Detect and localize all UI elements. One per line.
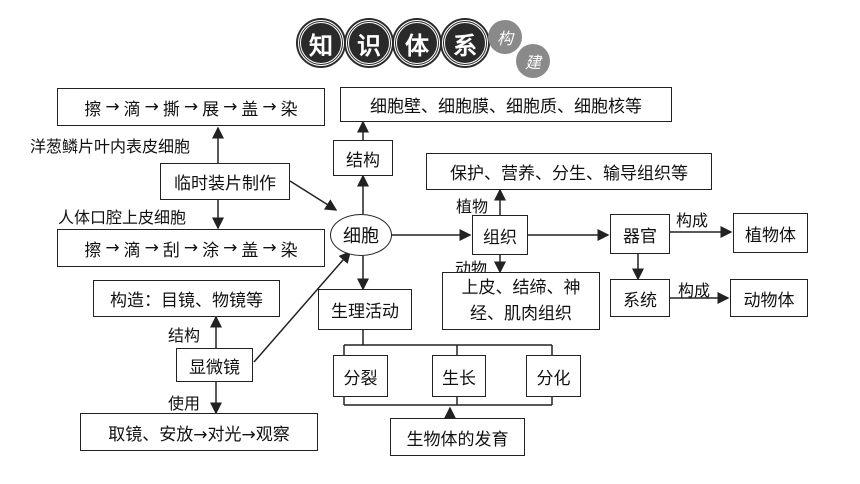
title-char: 知 bbox=[298, 20, 344, 66]
step: 滴 bbox=[123, 99, 141, 120]
step: 擦 bbox=[84, 240, 102, 261]
step: 擦 bbox=[84, 99, 102, 120]
onion-label: 洋葱鳞片叶内表皮细胞 bbox=[30, 137, 191, 156]
plant-label: 植物 bbox=[456, 197, 489, 216]
structure-label: 结构 bbox=[168, 326, 201, 345]
system-box: 系统 bbox=[610, 279, 670, 317]
tissue-box: 组织 bbox=[472, 215, 528, 255]
step: 刮 bbox=[162, 240, 180, 261]
animal-body-box: 动物体 bbox=[730, 279, 808, 317]
organ-box: 器官 bbox=[610, 214, 670, 254]
step: 盖 bbox=[241, 99, 259, 120]
plant-body-box: 植物体 bbox=[733, 213, 808, 253]
animal-tissues-box: 上皮、结缔、神经、肌肉组织 bbox=[442, 272, 600, 330]
step: 染 bbox=[280, 240, 298, 261]
step: 盖 bbox=[241, 240, 259, 261]
page-title: 知 识 体 系 bbox=[298, 20, 488, 66]
title-char: 体 bbox=[394, 20, 440, 66]
onion-procedure-box: 擦 → 滴 → 撕 → 展 → 盖 → 染 bbox=[57, 88, 325, 126]
development-box: 生物体的发育 bbox=[390, 418, 525, 456]
title-char: 系 bbox=[442, 20, 488, 66]
cheek-procedure-box: 擦 → 滴 → 刮 → 涂 → 盖 → 染 bbox=[57, 229, 325, 267]
differentiation-box: 分化 bbox=[526, 355, 581, 397]
arrow-icon: → bbox=[105, 97, 120, 117]
temp-slide-box: 临时装片制作 bbox=[160, 163, 290, 200]
microscope-structure-box: 构造：目镜、物镜等 bbox=[93, 280, 280, 317]
arrow-icon: → bbox=[144, 238, 159, 258]
step: 染 bbox=[280, 99, 298, 120]
arrow-icon: → bbox=[223, 97, 238, 117]
structure-box: 结构 bbox=[333, 140, 393, 176]
title-badge: 建 bbox=[516, 44, 550, 78]
usage-steps-box: 取镜、安放→对光→观察 bbox=[80, 413, 318, 451]
arrow-icon: → bbox=[105, 238, 120, 258]
life-activity-box: 生理活动 bbox=[318, 289, 412, 330]
use-label: 使用 bbox=[168, 394, 201, 413]
plant-tissues-box: 保护、营养、分生、输导组织等 bbox=[426, 153, 712, 190]
cell-node: 细胞 bbox=[330, 214, 392, 256]
step: 撕 bbox=[162, 99, 180, 120]
title-badge: 构 bbox=[488, 20, 522, 54]
arrow-icon: → bbox=[144, 97, 159, 117]
step: 展 bbox=[202, 99, 220, 120]
division-box: 分裂 bbox=[333, 355, 388, 397]
arrow-icon: → bbox=[262, 238, 277, 258]
cell-components-box: 细胞壁、细胞膜、细胞质、细胞核等 bbox=[340, 87, 672, 122]
compose-label: 构成 bbox=[676, 211, 709, 230]
arrow-icon: → bbox=[223, 238, 238, 258]
arrow-icon: → bbox=[183, 238, 199, 258]
microscope-box: 显微镜 bbox=[176, 348, 253, 382]
step: 滴 bbox=[123, 240, 141, 261]
title-char: 识 bbox=[346, 20, 392, 66]
step: 涂 bbox=[202, 240, 220, 261]
compose-label: 构成 bbox=[678, 281, 711, 300]
arrow-icon: → bbox=[183, 97, 199, 117]
growth-box: 生长 bbox=[432, 355, 486, 397]
human-cheek-label: 人体口腔上皮细胞 bbox=[58, 208, 187, 227]
arrow-icon: → bbox=[262, 97, 277, 117]
